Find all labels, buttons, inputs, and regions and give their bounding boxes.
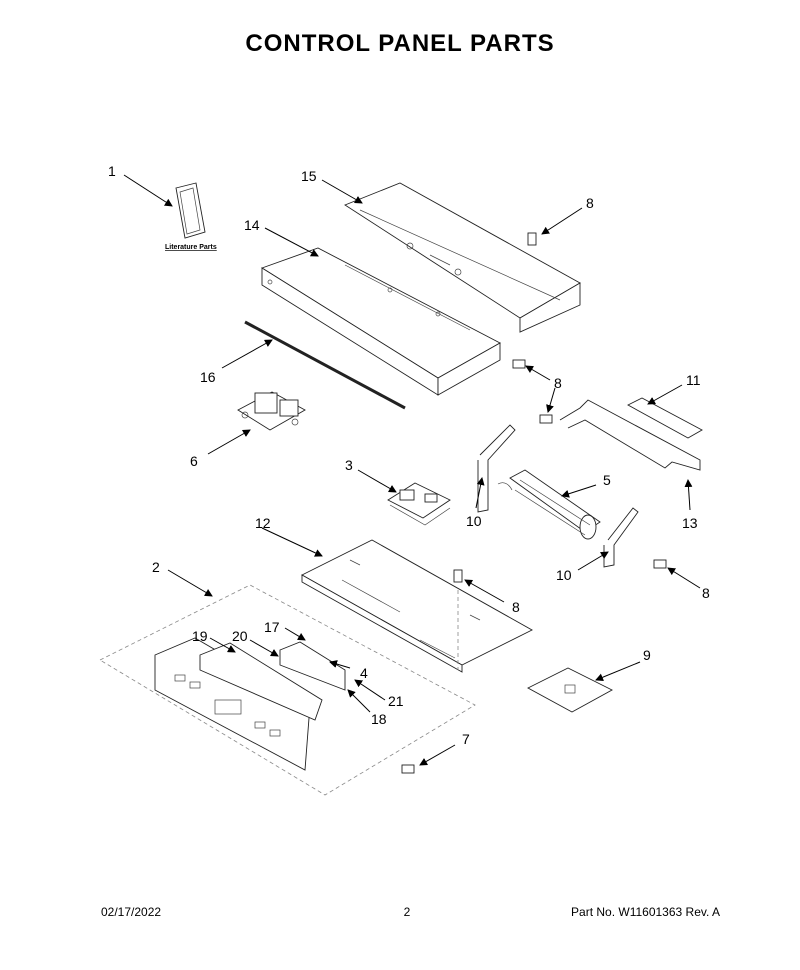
- literature-parts-label: Literature Parts: [165, 244, 217, 251]
- callout-10a: 10: [466, 513, 482, 529]
- footer-part-number: Part No. W11601363 Rev. A: [571, 905, 720, 919]
- strip-gasket: [244, 320, 406, 410]
- cover-plate: [527, 667, 613, 713]
- callout-8c: 8: [512, 599, 520, 615]
- bracket-left: [477, 424, 516, 513]
- callout-3: 3: [345, 457, 353, 473]
- callout-7: 7: [462, 731, 470, 747]
- base-plate: [301, 539, 533, 673]
- cooling-fan: [497, 469, 601, 540]
- callout-20: 20: [232, 628, 248, 644]
- footer-page-number: 2: [403, 905, 411, 919]
- screw-8a: [527, 232, 537, 246]
- callout-11: 11: [686, 372, 701, 388]
- transformer: [237, 391, 306, 431]
- page-title: CONTROL PANEL PARTS: [245, 30, 555, 57]
- callout-12: 12: [255, 515, 271, 531]
- callout-19: 19: [192, 628, 208, 644]
- callout-18: 18: [371, 711, 387, 727]
- callout-8b: 8: [554, 375, 562, 391]
- callout-6: 6: [190, 453, 198, 469]
- control-panel-assembly: [99, 584, 476, 796]
- literature-booklet: Literature Parts: [165, 182, 217, 251]
- screw-8d: [653, 559, 667, 569]
- insulation-strip: [627, 397, 703, 439]
- bracket-right: [603, 507, 639, 568]
- plate-tab: [564, 684, 576, 694]
- screw-8e: [453, 569, 463, 583]
- callout-17: 17: [264, 619, 280, 635]
- relay-board: [387, 482, 451, 526]
- mounting-bracket: [559, 399, 701, 471]
- top-cover: [344, 182, 581, 333]
- control-panel-frame: [260, 247, 501, 396]
- footer-date: 02/17/2022: [101, 905, 162, 919]
- leader-lines: [123, 174, 701, 766]
- screw-8c: [539, 414, 553, 424]
- callout-9: 9: [643, 647, 651, 663]
- callout-16: 16: [200, 369, 216, 385]
- callout-13: 13: [682, 515, 698, 531]
- callout-2: 2: [152, 559, 160, 575]
- callout-15: 15: [301, 168, 317, 184]
- screw-7: [401, 764, 415, 774]
- callout-numbers: 1 2 3 4 5 6 7 8 8 8 8 9 10 10 11 12 13 1…: [108, 163, 710, 747]
- callout-21: 21: [388, 693, 404, 709]
- callout-10b: 10: [556, 567, 572, 583]
- screw-8b: [512, 359, 526, 369]
- callout-4: 4: [360, 665, 368, 681]
- callout-8d: 8: [702, 585, 710, 601]
- callout-14: 14: [244, 217, 260, 233]
- callout-1: 1: [108, 163, 116, 179]
- callout-5: 5: [603, 472, 611, 488]
- callout-8a: 8: [586, 195, 594, 211]
